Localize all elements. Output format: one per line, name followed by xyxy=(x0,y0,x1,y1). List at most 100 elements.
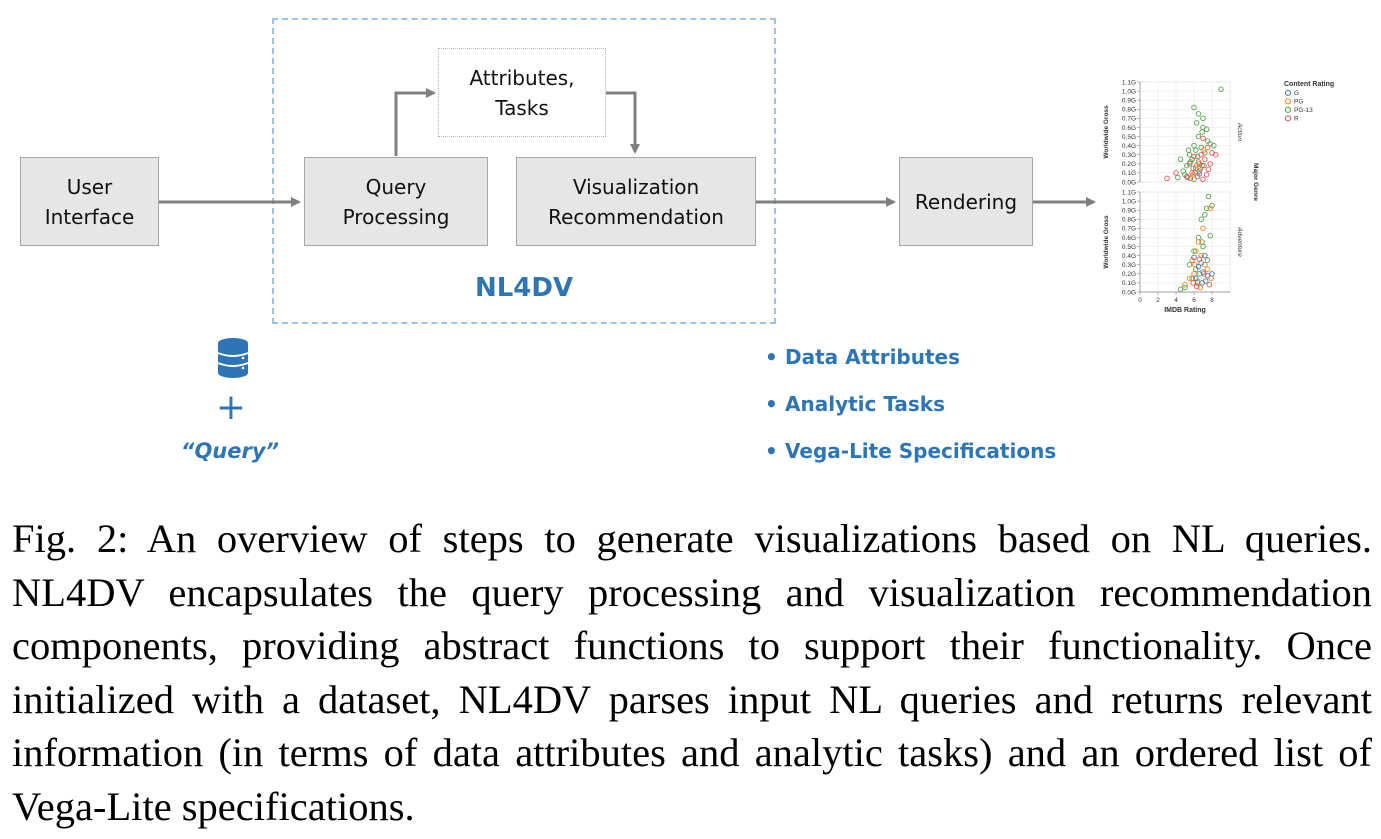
scatter-point xyxy=(1203,126,1210,133)
legend-symbol xyxy=(1284,106,1292,113)
faceted-scatter-chart: 0.0G0.1G0.2G0.3G0.4G0.5G0.6G0.7G0.8G0.9G… xyxy=(1103,79,1334,314)
scatter-point xyxy=(1193,283,1200,290)
output-item-label: Data Attributes xyxy=(785,345,961,369)
scatter-point xyxy=(1173,170,1179,176)
legend-label: R xyxy=(1294,116,1299,123)
facet-title: Major Genre xyxy=(1252,163,1259,201)
legend-symbol xyxy=(1284,115,1292,122)
nl4dv-group-border xyxy=(272,18,776,324)
scatter-point xyxy=(1209,202,1215,209)
query-label: “Query” xyxy=(180,439,280,463)
y-tick-label: 0.2G xyxy=(1122,161,1136,168)
scatter-point xyxy=(1207,161,1213,167)
y-tick-label: 0.7G xyxy=(1122,116,1136,123)
scatter-point xyxy=(1193,248,1199,254)
x-tick-label: 6 xyxy=(1192,297,1196,304)
scatter-point xyxy=(1177,286,1184,293)
scatter-point xyxy=(1197,284,1204,291)
y-tick-label: 0.9G xyxy=(1122,97,1136,104)
scatter-point xyxy=(1211,142,1217,149)
output-item: • Vega-Lite Specifications xyxy=(765,434,1056,481)
flow-arrows xyxy=(158,88,1096,207)
legend-label: PG-13 xyxy=(1294,107,1313,114)
output-item-label: Vega-Lite Specifications xyxy=(785,439,1057,463)
y-tick-label: 0.0G xyxy=(1122,289,1136,296)
scatter-point xyxy=(1191,254,1197,261)
scatter-point xyxy=(1199,162,1205,169)
scatter-point xyxy=(1195,239,1202,245)
scatter-point xyxy=(1199,129,1205,135)
scatter-point xyxy=(1184,174,1191,181)
y-axis-title: Worldwide Gross xyxy=(1103,105,1110,159)
output-list: •Data Attributes • Analytic Tasks • Vega-L… xyxy=(765,340,1056,481)
facet-plot-area xyxy=(1139,191,1231,293)
scatter-point xyxy=(1204,144,1211,151)
scatter-point xyxy=(1190,280,1196,286)
scatter-point xyxy=(1189,156,1195,163)
scatter-point xyxy=(1200,115,1206,122)
scatter-point xyxy=(1175,174,1181,181)
scatter-point xyxy=(1195,133,1202,140)
scatter-point xyxy=(1186,275,1193,282)
plus-sign: + xyxy=(215,387,247,428)
scatter-point xyxy=(1191,271,1197,277)
x-tick-label: 0 xyxy=(1138,297,1142,304)
scatter-point xyxy=(1207,205,1213,212)
scatter-point xyxy=(1198,216,1204,223)
scatter-point xyxy=(1193,120,1200,126)
output-item-label: Analytic Tasks xyxy=(785,392,946,416)
visualization-recommendation-box: Visualization Recommendation xyxy=(516,157,756,246)
y-tick-label: 0.1G xyxy=(1122,280,1136,287)
y-tick-label: 1.0G xyxy=(1122,198,1136,205)
facet-label: Action xyxy=(1236,122,1243,141)
scatter-point xyxy=(1206,281,1213,288)
x-axis-title: IMDB Rating xyxy=(1164,307,1206,314)
y-tick-label: 1.1G xyxy=(1122,79,1136,86)
scatter-point xyxy=(1204,257,1211,263)
y-tick-label: 0.9G xyxy=(1122,207,1136,214)
scatter-point xyxy=(1196,168,1203,174)
y-tick-label: 0.3G xyxy=(1122,152,1136,159)
scatter-point xyxy=(1205,166,1212,173)
scatter-point xyxy=(1196,171,1203,177)
y-tick-label: 1.0G xyxy=(1122,88,1136,95)
y-tick-label: 0.6G xyxy=(1122,125,1136,132)
database-icon xyxy=(217,338,249,378)
x-tick-label: 4 xyxy=(1174,297,1178,304)
scatter-point xyxy=(1186,161,1193,167)
scatter-point xyxy=(1182,281,1188,288)
scatter-point xyxy=(1177,156,1184,163)
scatter-point xyxy=(1196,256,1203,263)
y-tick-label: 0.8G xyxy=(1122,217,1136,224)
output-item: •Data Attributes xyxy=(765,340,1056,387)
scatter-point xyxy=(1187,175,1194,182)
facet-label: Adventure xyxy=(1236,226,1243,257)
scatter-point xyxy=(1202,156,1208,163)
y-tick-label: 0.5G xyxy=(1122,244,1136,251)
scatter-point xyxy=(1193,147,1199,153)
scatter-point xyxy=(1185,147,1192,153)
arrow-attributes-to-recommendation xyxy=(606,91,640,154)
scatter-point xyxy=(1195,263,1202,270)
scatter-point xyxy=(1207,232,1213,239)
bullet-icon: • xyxy=(765,439,778,463)
scatter-point xyxy=(1212,151,1219,158)
scatter-point xyxy=(1193,165,1199,172)
scatter-point xyxy=(1218,86,1224,93)
output-item: • Analytic Tasks xyxy=(765,387,1056,434)
scatter-point xyxy=(1203,171,1210,178)
arrow-query-to-attributes xyxy=(394,88,436,156)
y-tick-label: 0.1G xyxy=(1122,170,1136,177)
scatter-point xyxy=(1202,252,1208,259)
scatter-point xyxy=(1194,173,1201,180)
scatter-point xyxy=(1204,266,1211,273)
scatter-point xyxy=(1193,275,1199,282)
facet-plot-area xyxy=(1139,81,1231,183)
legend-title: Content Rating xyxy=(1284,81,1334,88)
y-tick-label: 0.3G xyxy=(1122,262,1136,269)
bullet-icon: • xyxy=(765,392,778,416)
scatter-point xyxy=(1200,225,1206,232)
scatter-point xyxy=(1200,135,1206,142)
legend-symbol xyxy=(1284,98,1292,105)
scatter-point xyxy=(1200,176,1206,183)
